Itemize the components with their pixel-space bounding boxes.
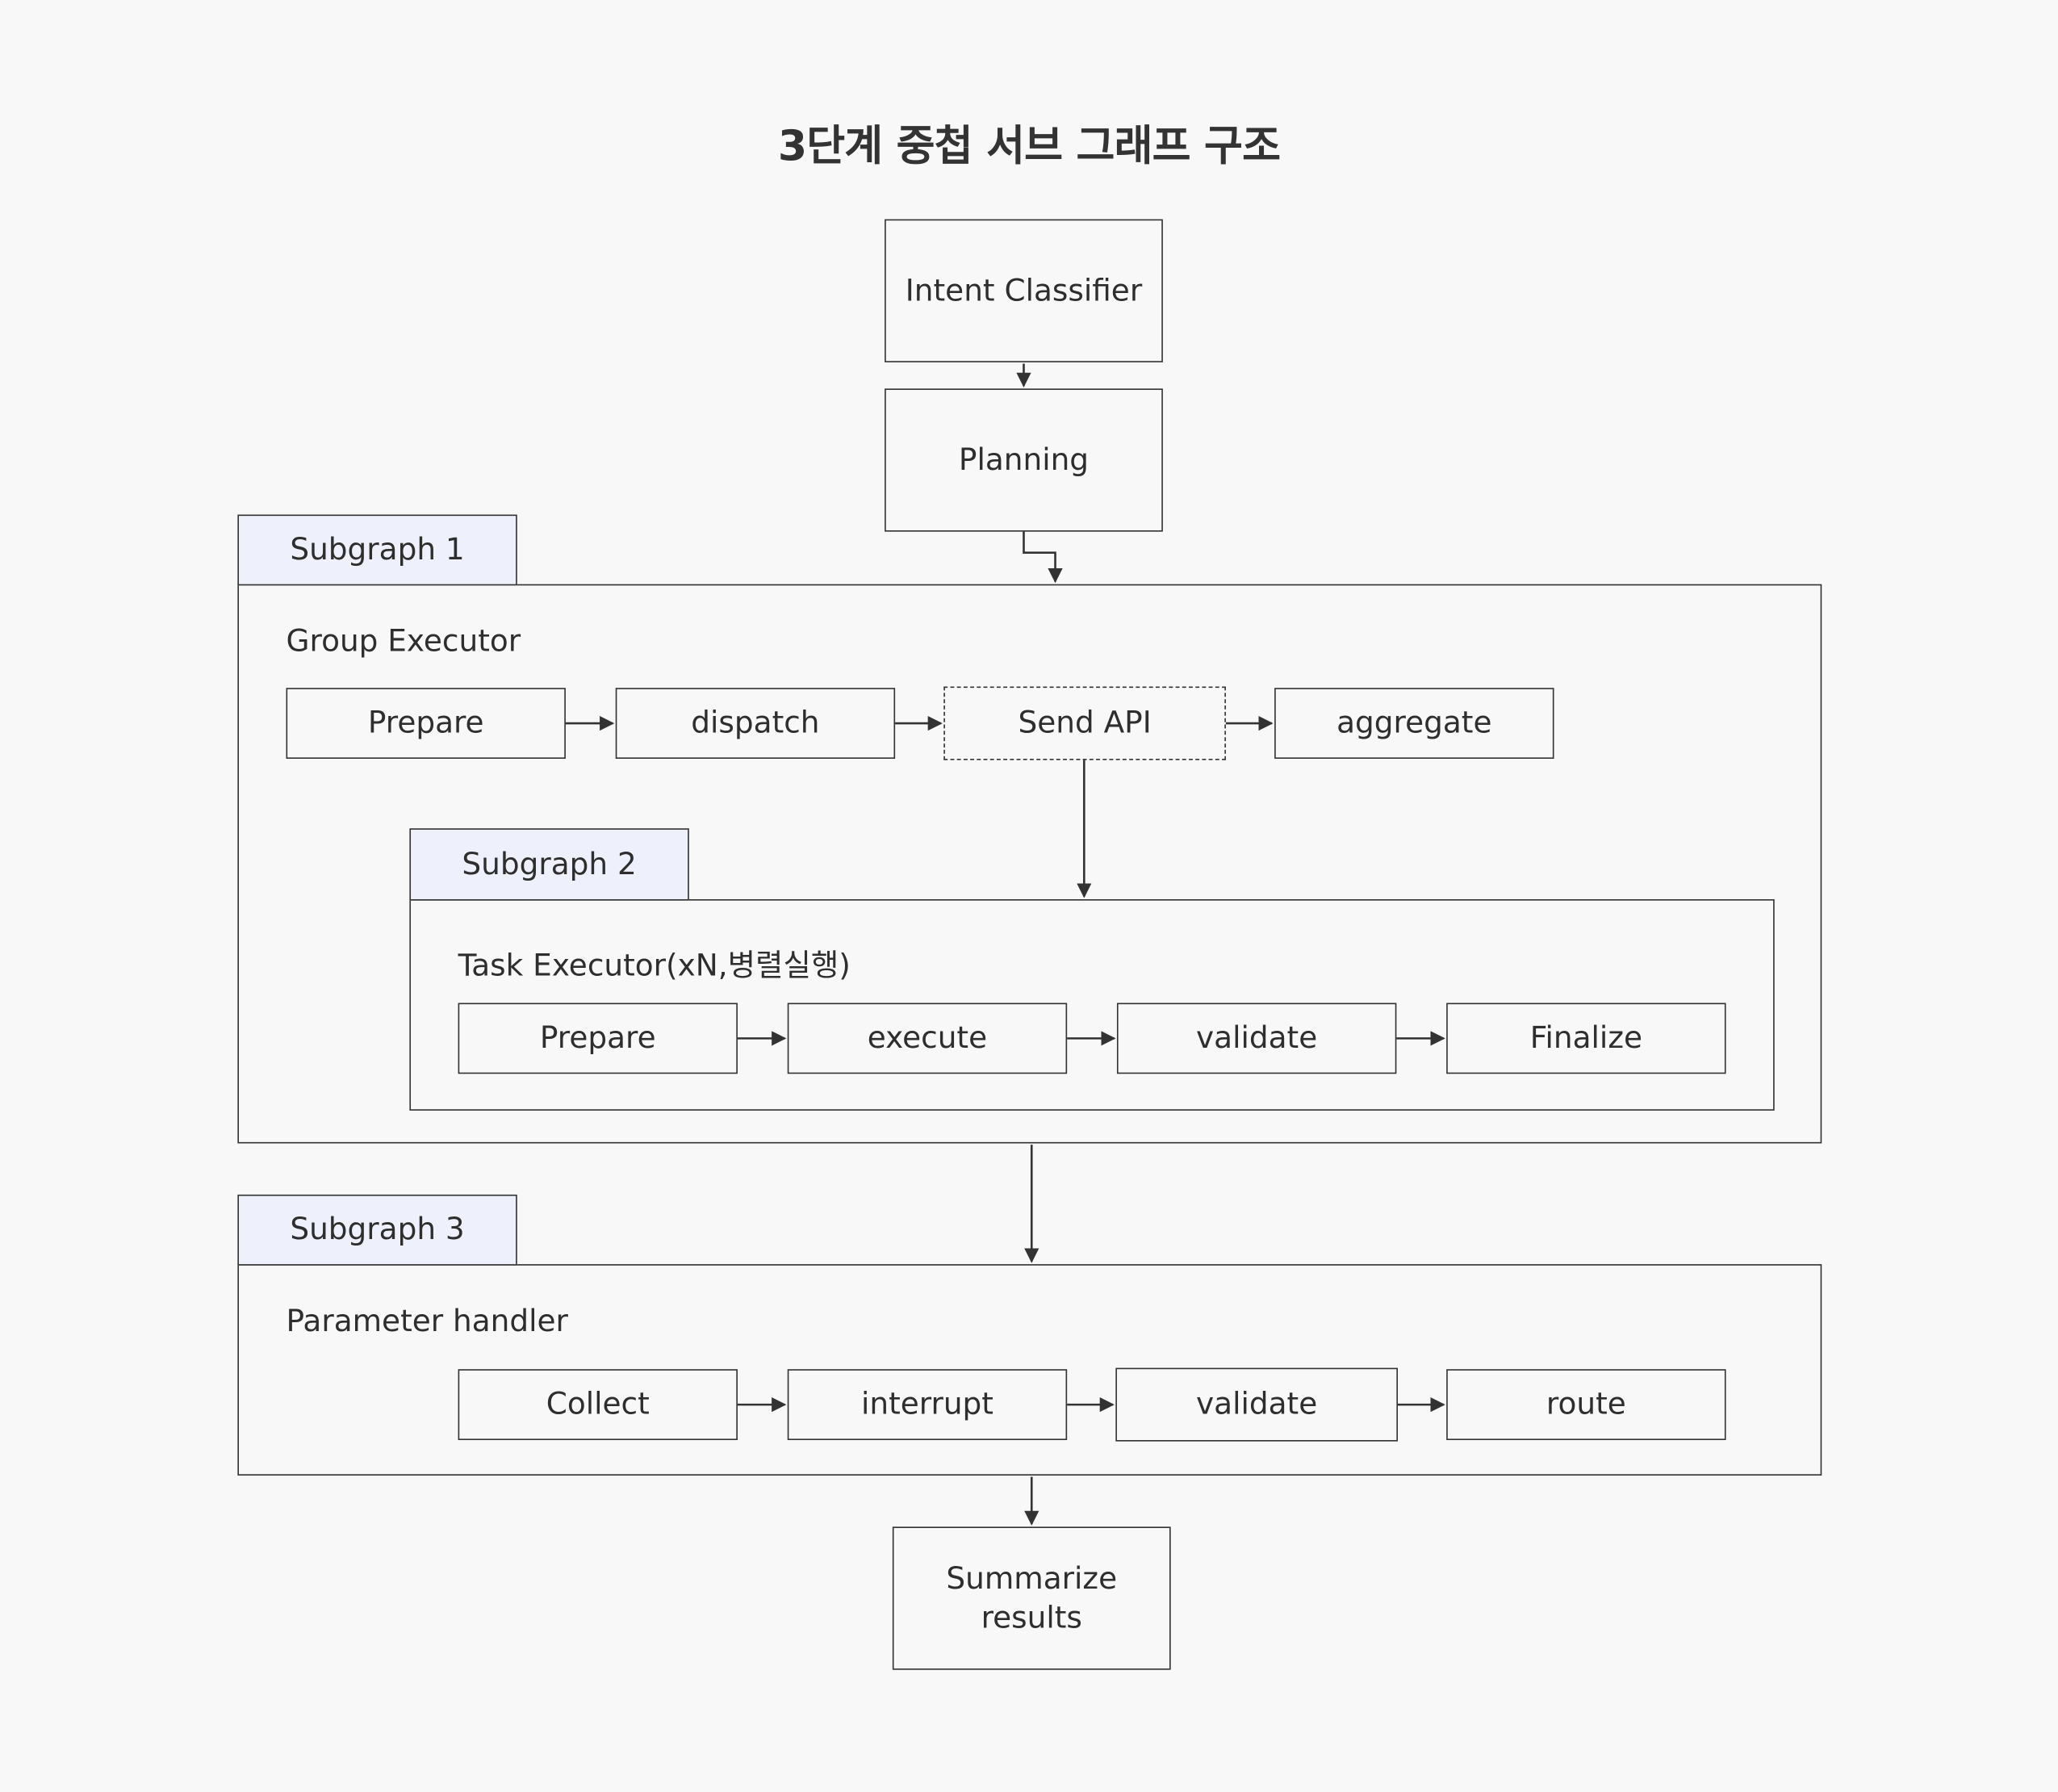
subgraph2-tab: Subgraph 2 — [409, 828, 689, 901]
subgraph3-tab-label: Subgraph 3 — [290, 1212, 465, 1247]
sg2-step-prepare-label: Prepare — [539, 1021, 656, 1056]
sg2-step-prepare: Prepare — [458, 1003, 738, 1074]
summarize-results-label: Summarize results — [946, 1561, 1118, 1635]
sg2-step-execute: execute — [787, 1003, 1068, 1074]
subgraph2-container — [409, 898, 1775, 1111]
intent-classifier-node: Intent Classifier — [885, 219, 1163, 362]
sg2-step-finalize: Finalize — [1446, 1003, 1726, 1074]
sg2-step-finalize-label: Finalize — [1529, 1021, 1642, 1056]
subgraph1-container — [237, 584, 1822, 1144]
intent-classifier-label: Intent Classifier — [905, 274, 1143, 308]
sg2-step-execute-label: execute — [867, 1021, 988, 1056]
sg1-step-dispatch-label: dispatch — [691, 705, 820, 741]
sg3-step-interrupt-label: interrupt — [860, 1387, 993, 1422]
sg1-step-send-api: Send API — [943, 686, 1226, 760]
subgraph3-title: Parameter handler — [286, 1304, 568, 1339]
subgraph2-title: Task Executor(xN,병렬실행) — [458, 948, 851, 984]
sg3-step-route: route — [1446, 1369, 1726, 1441]
subgraph2-tab-label: Subgraph 2 — [462, 847, 637, 882]
subgraph1-title: Group Executor — [286, 625, 521, 659]
diagram-title: 3단계 중첩 서브 그래프 구조 — [777, 120, 1281, 171]
sg2-step-validate-label: validate — [1196, 1021, 1318, 1056]
sg2-step-validate: validate — [1116, 1003, 1397, 1074]
arrow-planning-to-subgraph1 — [1023, 531, 1063, 584]
planning-node: Planning — [885, 388, 1163, 532]
sg3-step-validate: validate — [1115, 1367, 1398, 1442]
sg1-step-prepare-label: Prepare — [367, 705, 484, 741]
planning-label: Planning — [958, 442, 1090, 478]
subgraph1-tab: Subgraph 1 — [237, 514, 517, 586]
sg1-step-aggregate: aggregate — [1274, 688, 1554, 759]
summarize-results-node: Summarize results — [892, 1526, 1171, 1670]
sg1-step-aggregate-label: aggregate — [1336, 705, 1492, 741]
sg3-step-route-label: route — [1546, 1387, 1626, 1422]
sg3-step-interrupt: interrupt — [787, 1369, 1068, 1441]
sg1-step-prepare: Prepare — [286, 688, 566, 759]
sg1-step-dispatch: dispatch — [615, 688, 896, 759]
subgraph1-tab-label: Subgraph 1 — [290, 533, 465, 567]
subgraph3-tab: Subgraph 3 — [237, 1194, 517, 1266]
subgraph3-container — [237, 1264, 1822, 1476]
sg3-step-validate-label: validate — [1196, 1387, 1318, 1422]
sg3-step-collect: Collect — [458, 1369, 738, 1441]
sg1-step-send-api-label: Send API — [1018, 705, 1152, 741]
sg3-step-collect-label: Collect — [546, 1387, 650, 1422]
